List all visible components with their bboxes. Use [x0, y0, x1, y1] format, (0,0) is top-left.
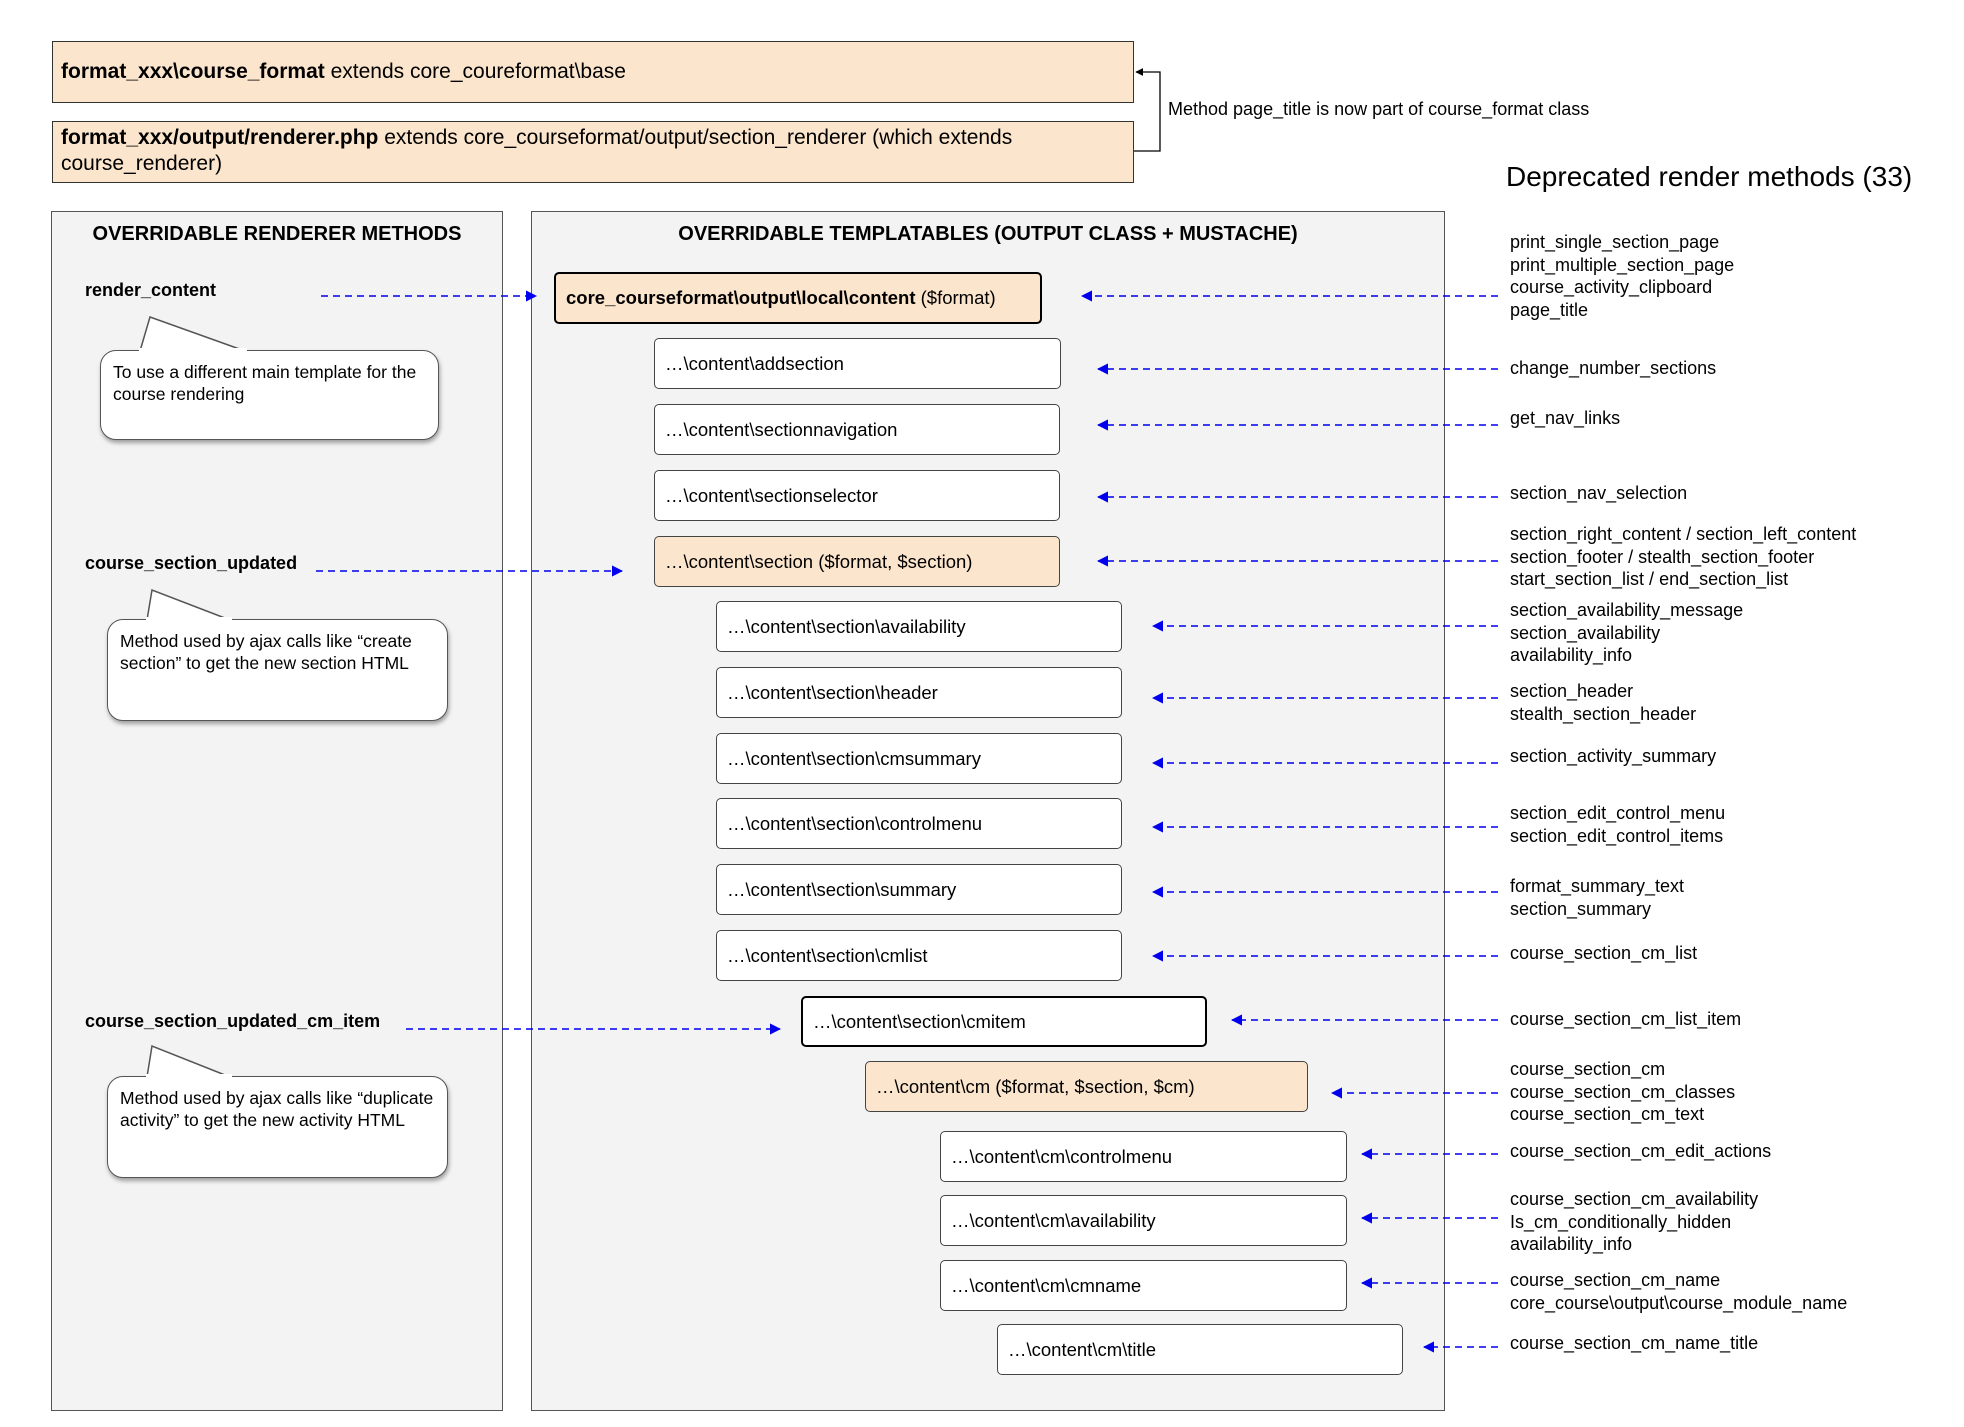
template-section-cmitem: …\content\section\cmitem [801, 996, 1207, 1047]
deprecated-method: section_activity_summary [1510, 746, 1717, 766]
deprecated-method: course_section_cm_classes [1510, 1081, 1736, 1102]
deprecated-method: page_title [1510, 299, 1589, 320]
course-format-extends: extends core_coureformat\base [324, 60, 626, 83]
template-cm-cmname: …\content\cm\cmname [940, 1260, 1347, 1311]
template-section-header: …\content\section\header [716, 667, 1122, 718]
deprecated-method: stealth_section_header [1510, 703, 1697, 724]
renderer-methods-title: OVERRIDABLE RENDERER METHODS [92, 223, 462, 245]
deprecated-method: course_section_cm_list [1510, 943, 1698, 963]
method-course-section-updated-cm-item: course_section_updated_cm_item [85, 1011, 381, 1031]
deprecated-method: course_section_cm_edit_actions [1510, 1141, 1772, 1161]
template-section-controlmenu: …\content\section\controlmenu [716, 798, 1122, 849]
deprecated-group: format_summary_text section_summary [1510, 875, 1684, 920]
deprecated-method: availability_info [1510, 645, 1633, 665]
deprecated-group: section_nav_selection [1510, 482, 1687, 505]
deprecated-method: section_right_content / section_left_con… [1510, 524, 1857, 544]
deprecated-method: course_section_cm_name_title [1510, 1333, 1759, 1353]
template-cm: …\content\cm ($format, $section, $cm) [865, 1061, 1308, 1112]
method-render-content: render_content [85, 280, 217, 300]
course-format-class-box: format_xxx\course_format extends core_co… [52, 41, 1134, 103]
renderer-extends: extends core_courseformat/output/section… [61, 126, 1013, 175]
deprecated-group: course_section_cm course_section_cm_clas… [1510, 1058, 1735, 1126]
deprecated-method: section_availability_message [1510, 600, 1744, 620]
template-cm-availability: …\content\cm\availability [940, 1195, 1347, 1246]
deprecated-method: format_summary_text [1510, 876, 1685, 896]
deprecated-group: course_section_cm_list [1510, 942, 1697, 965]
cm-item-updated-note: Method used by ajax calls like “duplicat… [107, 1076, 448, 1178]
render-content-note: To use a different main template for the… [100, 350, 439, 440]
deprecated-group: change_number_sections [1510, 357, 1716, 380]
deprecated-group: course_section_cm_availability Is_cm_con… [1510, 1188, 1758, 1256]
template-sectionnavigation: …\content\sectionnavigation [654, 404, 1060, 455]
page-title-bracket [1134, 68, 1161, 152]
deprecated-method: section_edit_control_menu [1510, 803, 1726, 823]
deprecated-method: change_number_sections [1510, 358, 1717, 378]
deprecated-method: course_section_cm_name [1510, 1270, 1721, 1290]
deprecated-group: section_right_content / section_left_con… [1510, 523, 1856, 591]
deprecated-group: get_nav_links [1510, 407, 1620, 430]
template-section-cmsummary: …\content\section\cmsummary [716, 733, 1122, 784]
renderer-file-name: format_xxx/output/renderer.php [61, 126, 379, 149]
deprecated-method: Is_cm_conditionally_hidden [1510, 1211, 1732, 1232]
deprecated-method: section_nav_selection [1510, 483, 1688, 503]
deprecated-group: print_single_section_page print_multiple… [1510, 231, 1734, 321]
deprecated-method: print_single_section_page [1510, 232, 1720, 252]
template-cm-controlmenu: …\content\cm\controlmenu [940, 1131, 1347, 1182]
deprecated-group: course_section_cm_edit_actions [1510, 1140, 1771, 1163]
deprecated-method: section_footer / stealth_section_footer [1510, 546, 1815, 567]
template-content-arg: ($format) [915, 287, 996, 308]
deprecated-method: print_multiple_section_page [1510, 254, 1735, 275]
deprecated-method: section_availability [1510, 622, 1661, 643]
deprecated-method: core_course\output\course_module_name [1510, 1292, 1848, 1313]
template-section-cmlist: …\content\section\cmlist [716, 930, 1122, 981]
deprecated-method: section_edit_control_items [1510, 825, 1724, 846]
deprecated-group: section_header stealth_section_header [1510, 680, 1696, 725]
deprecated-group: course_section_cm_name core_course\outpu… [1510, 1269, 1847, 1314]
deprecated-method: section_summary [1510, 898, 1652, 919]
template-addsection: …\content\addsection [654, 338, 1061, 389]
deprecated-method: course_activity_clipboard [1510, 277, 1713, 297]
template-content: core_courseformat\output\local\content (… [554, 272, 1042, 324]
deprecated-method: section_header [1510, 681, 1634, 701]
deprecated-method: start_section_list / end_section_list [1510, 569, 1789, 589]
deprecated-title: Deprecated render methods (33) [1506, 161, 1913, 192]
template-section-summary: …\content\section\summary [716, 864, 1122, 915]
renderer-class-box: format_xxx/output/renderer.php extends c… [52, 121, 1134, 183]
template-section: …\content\section ($format, $section) [654, 536, 1060, 587]
deprecated-method: get_nav_links [1510, 408, 1621, 428]
templatables-title: OVERRIDABLE TEMPLATABLES (OUTPUT CLASS +… [678, 223, 1298, 245]
template-sectionselector: …\content\sectionselector [654, 470, 1060, 521]
section-updated-note: Method used by ajax calls like “create s… [107, 619, 448, 721]
deprecated-method: availability_info [1510, 1234, 1633, 1254]
deprecated-group: course_section_cm_name_title [1510, 1332, 1758, 1355]
deprecated-method: course_section_cm_availability [1510, 1189, 1759, 1209]
deprecated-method: course_section_cm_text [1510, 1104, 1705, 1124]
method-course-section-updated: course_section_updated [85, 553, 298, 573]
template-content-class: core_courseformat\output\local\content [566, 287, 916, 308]
template-cm-title: …\content\cm\title [997, 1324, 1403, 1375]
page-title-note: Method page_title is now part of course_… [1168, 99, 1590, 119]
course-format-class-name: format_xxx\course_format [61, 60, 325, 83]
deprecated-method: course_section_cm [1510, 1059, 1666, 1079]
deprecated-group: section_activity_summary [1510, 745, 1716, 768]
deprecated-group: section_availability_message section_ava… [1510, 599, 1743, 667]
deprecated-group: section_edit_control_menu section_edit_c… [1510, 802, 1725, 847]
template-section-availability: …\content\section\availability [716, 601, 1122, 652]
deprecated-method: course_section_cm_list_item [1510, 1009, 1742, 1029]
deprecated-group: course_section_cm_list_item [1510, 1008, 1741, 1031]
